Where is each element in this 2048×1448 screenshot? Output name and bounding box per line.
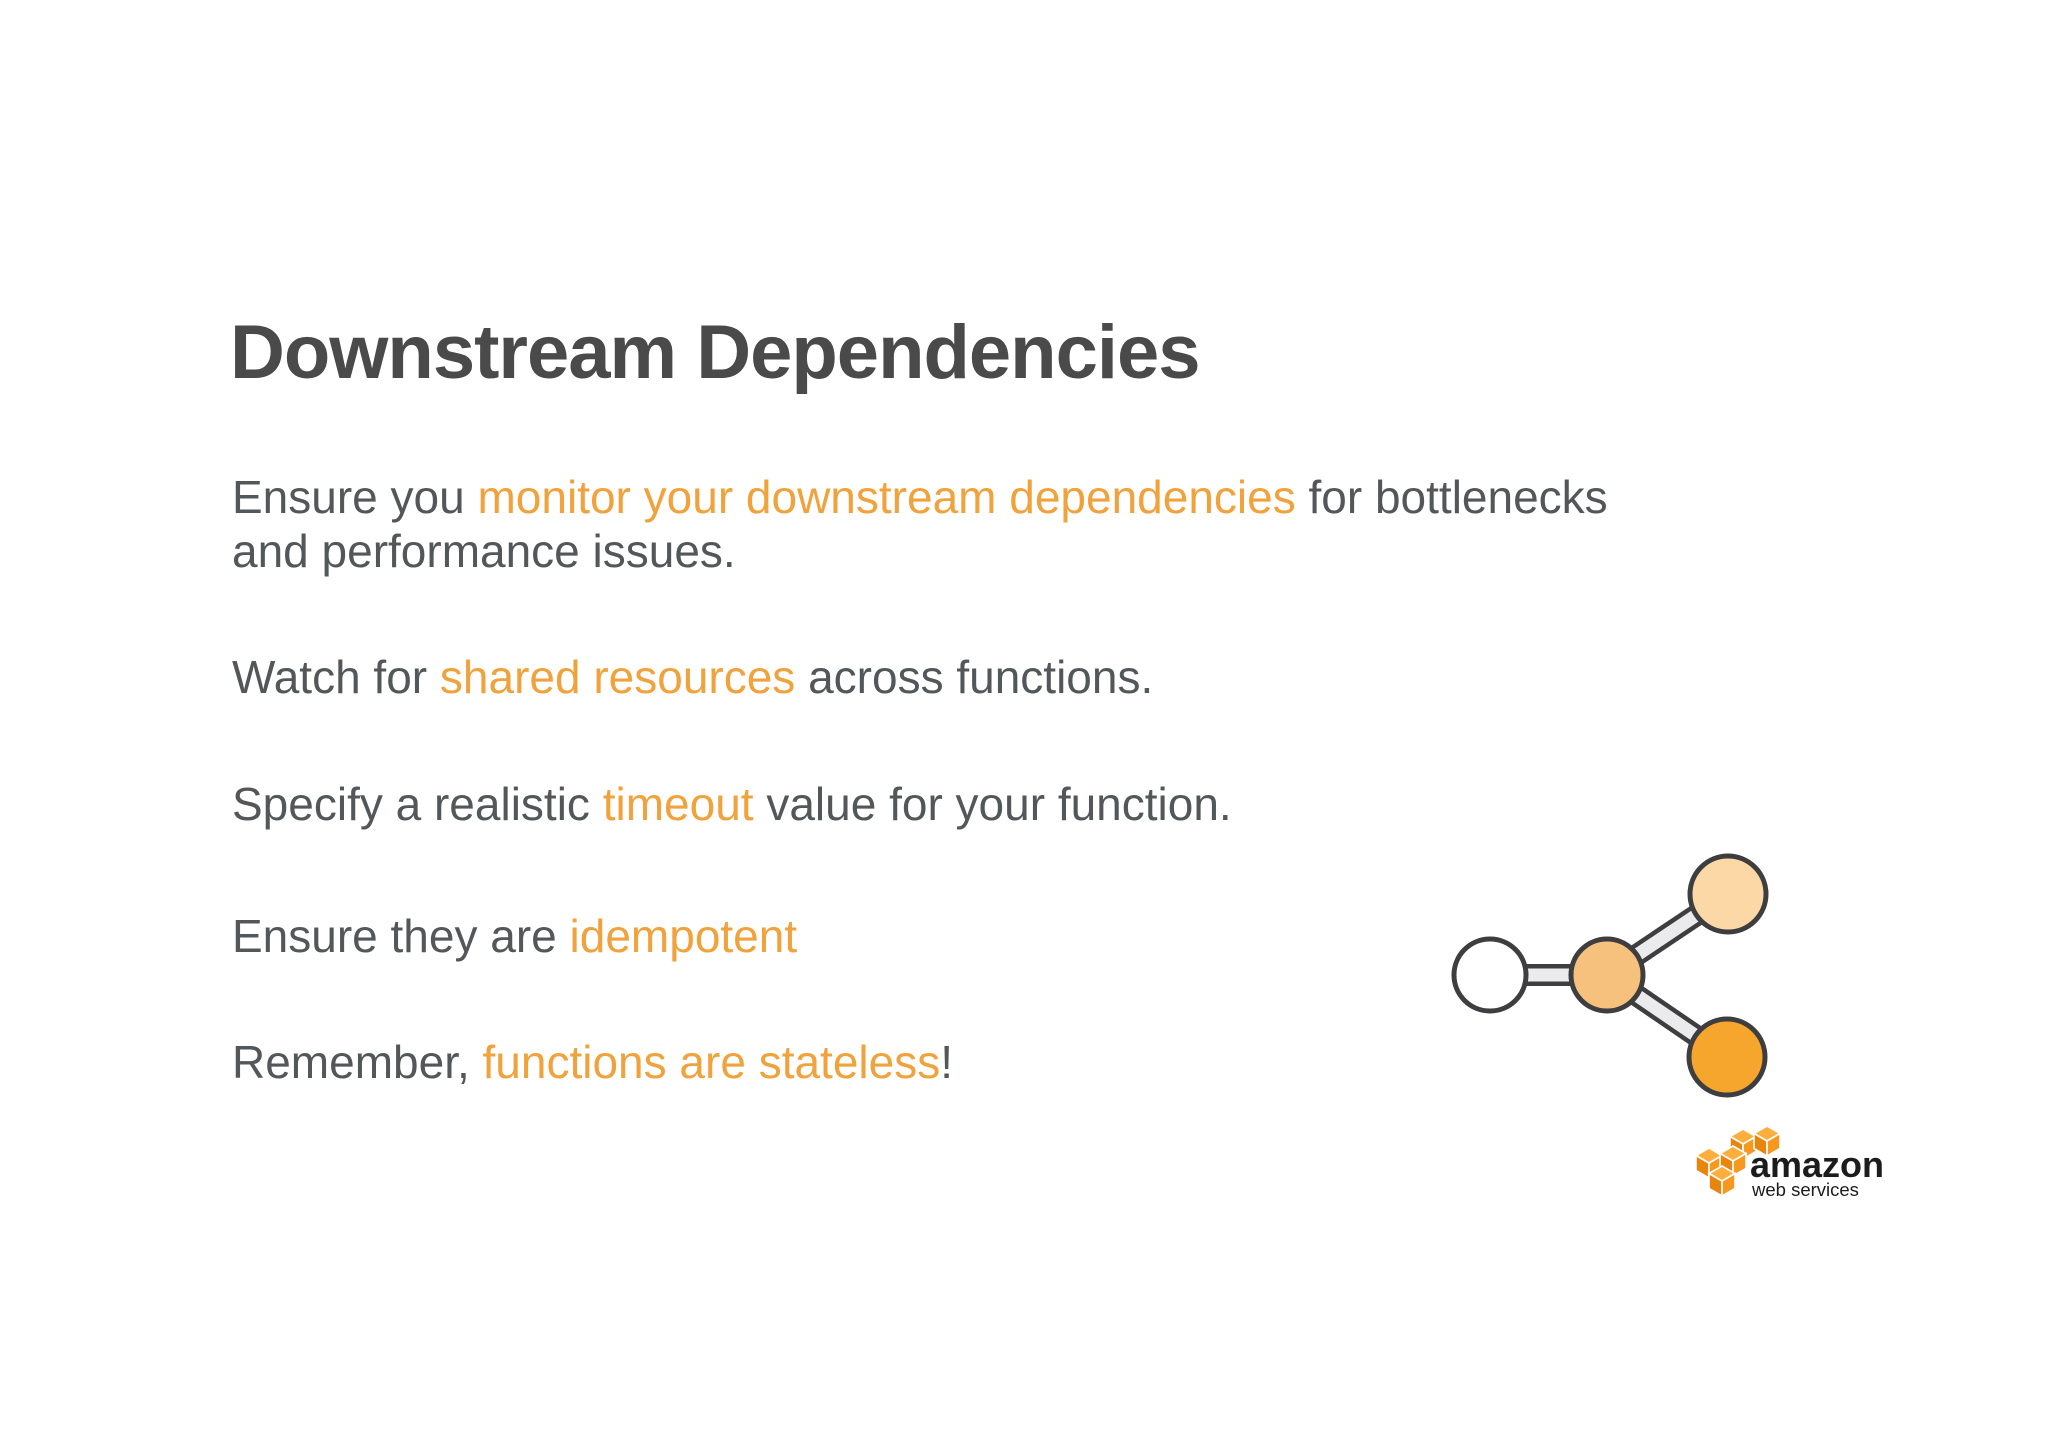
network-nodes-icon xyxy=(1451,853,1769,1098)
bullet-shared-resources: Watch for shared resources across functi… xyxy=(232,650,1153,704)
bullet-highlight: idempotent xyxy=(569,910,798,962)
bullet-highlight: timeout xyxy=(602,778,754,830)
bullet-timeout: Specify a realistic timeout value for yo… xyxy=(232,777,1232,831)
bullet-highlight: functions are stateless xyxy=(482,1036,941,1088)
bottom-right-node xyxy=(1686,1016,1768,1098)
center-node xyxy=(1568,936,1646,1014)
bullet-text: across functions. xyxy=(795,651,1154,703)
bullet-text: ! xyxy=(940,1036,953,1088)
bullet-highlight: monitor your downstream dependencies xyxy=(477,471,1296,523)
bullet-text: value for your function. xyxy=(753,778,1232,830)
bullet-text: Ensure you xyxy=(232,471,478,523)
bullet-downstream-monitoring: Ensure you monitor your downstream depen… xyxy=(232,470,1608,579)
white-node xyxy=(1451,936,1529,1014)
aws-logo-amazon-text: amazon xyxy=(1750,1144,1884,1185)
bullet-stateless: Remember, functions are stateless! xyxy=(232,1035,953,1089)
aws-logo: amazon web services xyxy=(1695,1125,1884,1200)
bullet-text: Specify a realistic xyxy=(232,778,603,830)
bullet-idempotent: Ensure they are idempotent xyxy=(232,909,797,963)
bullet-text: Ensure they are xyxy=(232,910,570,962)
top-right-node xyxy=(1687,853,1769,935)
aws-logo-webservices-text: web services xyxy=(1751,1179,1859,1200)
bullet-highlight: shared resources xyxy=(439,651,796,703)
bullet-text-line2: and performance issues. xyxy=(232,525,736,578)
bullet-text: for bottlenecks xyxy=(1295,471,1608,523)
slide-title: Downstream Dependencies xyxy=(230,309,1201,395)
bullet-text: Remember, xyxy=(232,1036,483,1088)
bullet-text: Watch for xyxy=(232,651,440,703)
